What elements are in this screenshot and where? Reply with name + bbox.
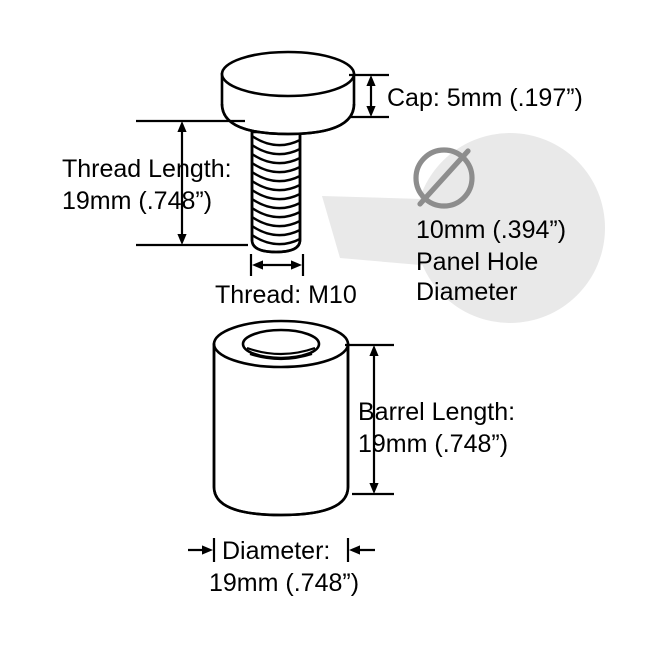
thread-dia-arrow-right [291,260,302,270]
cap-label: Cap: 5mm (.197”) [387,84,583,112]
shaft-outline [250,132,302,254]
cap-bottom-arc [220,103,356,136]
dim-thread-length: Thread Length: 19mm (.748”) [62,119,248,247]
cap-arrow-up [366,75,376,86]
barrel-arrow-down [369,483,379,494]
barrel-length-label-line2: 19mm (.748”) [358,430,508,458]
thread-arcs [251,134,301,246]
thread-dia-arrow-left [252,260,263,270]
panel-hole-callout: 10mm (.394”) Panel Hole Diameter [322,133,605,323]
callout-line3: Diameter [416,278,517,306]
barrel-body [212,342,350,517]
barrel-internal-thread-arcs [246,346,316,361]
barrel-length-label-line1: Barrel Length: [358,398,515,426]
barrel-nut [212,319,350,517]
barrel-bottom-arc [212,486,350,517]
diameter-label-line1: Diameter: [222,537,330,565]
callout-line1: 10mm (.394”) [416,216,566,244]
diameter-label-line2: 19mm (.748”) [209,569,359,597]
callout-line2: Panel Hole [416,248,538,276]
dim-thread-size: Thread: M10 [215,254,357,309]
thread-arrow-up [177,121,187,132]
barrel-dia-arrow-right [349,545,360,555]
barrel-dia-arrow-left [202,545,213,555]
thread-arrow-down [177,234,187,245]
callout-bubble-circle [415,133,605,323]
thread-length-label-line1: Thread Length: [62,155,232,183]
barrel-arrow-up [369,345,379,356]
cap-top-ellipse [220,50,356,98]
dim-cap-height: Cap: 5mm (.197”) [349,73,583,119]
dim-barrel-length: Barrel Length: 19mm (.748”) [345,343,515,496]
diameter-symbol-icon [413,147,475,209]
screw-threaded-shaft [250,130,302,254]
dim-barrel-diameter: Diameter: 19mm (.748”) [188,537,375,597]
cap-arrow-down [366,106,376,117]
thread-spec-label: Thread: M10 [215,281,357,309]
thread-length-label-line2: 19mm (.748”) [62,187,212,215]
